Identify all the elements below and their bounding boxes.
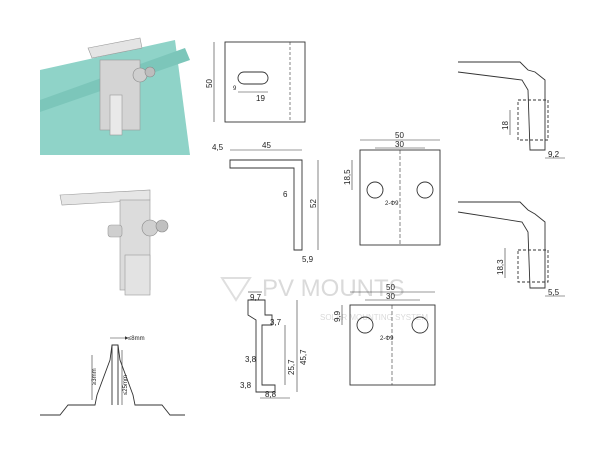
angle-foot-label: 5,9: [302, 255, 314, 264]
clamp-top-plate: [87, 37, 143, 59]
plate-outline: [224, 41, 306, 123]
hole-height-label: 18,5: [343, 169, 352, 185]
plate-width-label: 50: [395, 131, 404, 140]
plate-slot-view: 50 9 19: [205, 41, 306, 123]
slot-offset-label: 9: [233, 86, 237, 92]
plate-width-label: 50: [386, 283, 395, 292]
clamp-jaw: [124, 254, 151, 296]
clamp-height-label: 18,3: [496, 259, 505, 275]
clamp-section-1: 18 9,2: [457, 61, 565, 159]
bolt-head: [141, 219, 159, 237]
watermark: PV MOUNTS SOLAR MOUNTING SYSTEM: [220, 275, 428, 322]
seam-walls: [111, 345, 119, 405]
plate-holes-view-1: 50 30 18,5 2-Φ9: [343, 131, 441, 246]
hole-note-label: 2-Φ9: [385, 201, 399, 207]
clip-profile-view: 9,7 3,7 3,8 25,7 45,7 3,8 8,8: [240, 291, 308, 399]
bolt-shaft: [107, 224, 123, 238]
hole-height-label: 9,9: [333, 310, 342, 322]
angle-thickness-label: 4,5: [212, 143, 224, 152]
watermark-tagline: SOLAR MOUNTING SYSTEM: [320, 313, 428, 322]
roof-sheet-line: [40, 344, 185, 416]
clip-outline: [247, 299, 276, 393]
angle-width-label: 45: [262, 141, 271, 150]
bolt-nut: [155, 219, 169, 233]
clip-inner-label: 3,8: [245, 355, 257, 364]
seam-height-label: ≤25mm: [123, 375, 129, 395]
plate-slot: [237, 71, 269, 85]
clamp-outline: [457, 201, 546, 289]
watermark-brand: PV MOUNTS: [262, 275, 405, 302]
render-clamp: [59, 189, 169, 296]
clamp-section-2: 18,3 5,5: [457, 201, 565, 297]
render-installed-clamp: [40, 37, 190, 155]
jaw-region: [517, 99, 549, 141]
angle-outline: [229, 159, 303, 251]
hole-right: [411, 316, 429, 334]
clamp-offset-label: 9,2: [548, 150, 560, 159]
clamp-outline: [457, 61, 546, 151]
clip-base-width-label: 8,8: [265, 390, 277, 399]
clip-top-label: 9,7: [250, 293, 262, 302]
angle-inner-label: 6: [283, 190, 288, 199]
plate-holes-view-2: 50 30 9,9 2-Φ9: [333, 283, 436, 386]
clip-total-label: 45,7: [299, 349, 308, 365]
bolt-nut: [144, 66, 156, 78]
angle-profile-view: 45 4,5 52 6 5,9: [212, 141, 319, 264]
bolt-head: [132, 67, 148, 83]
seam-gap-label: ≥3mm: [92, 368, 98, 385]
clip-mid-label: 25,7: [287, 359, 296, 375]
clip-base-height-label: 3,8: [240, 381, 252, 390]
jaw-region: [517, 249, 549, 283]
hole-right: [416, 181, 434, 199]
angle-height-label: 52: [309, 199, 318, 208]
hole-note-label: 2-Φ9: [380, 336, 394, 342]
seam-width-label: ≤8mm: [128, 336, 145, 342]
clamp-jaw: [109, 94, 123, 136]
plate-height-label: 50: [205, 79, 214, 88]
hole-left: [356, 316, 374, 334]
clamp-height-label: 18: [501, 121, 510, 130]
watermark-logo: [220, 277, 252, 302]
hole-spacing-label: 30: [386, 292, 395, 301]
clip-step-label: 3,7: [270, 318, 282, 327]
slot-length-label: 19: [256, 94, 265, 103]
seam-profile: ≤8mm ≥3mm ≤25mm: [40, 336, 185, 416]
hole-spacing-label: 30: [395, 140, 404, 149]
plate-outline: [349, 304, 436, 386]
hole-left: [366, 181, 384, 199]
clamp-offset-label: 5,5: [548, 288, 560, 297]
